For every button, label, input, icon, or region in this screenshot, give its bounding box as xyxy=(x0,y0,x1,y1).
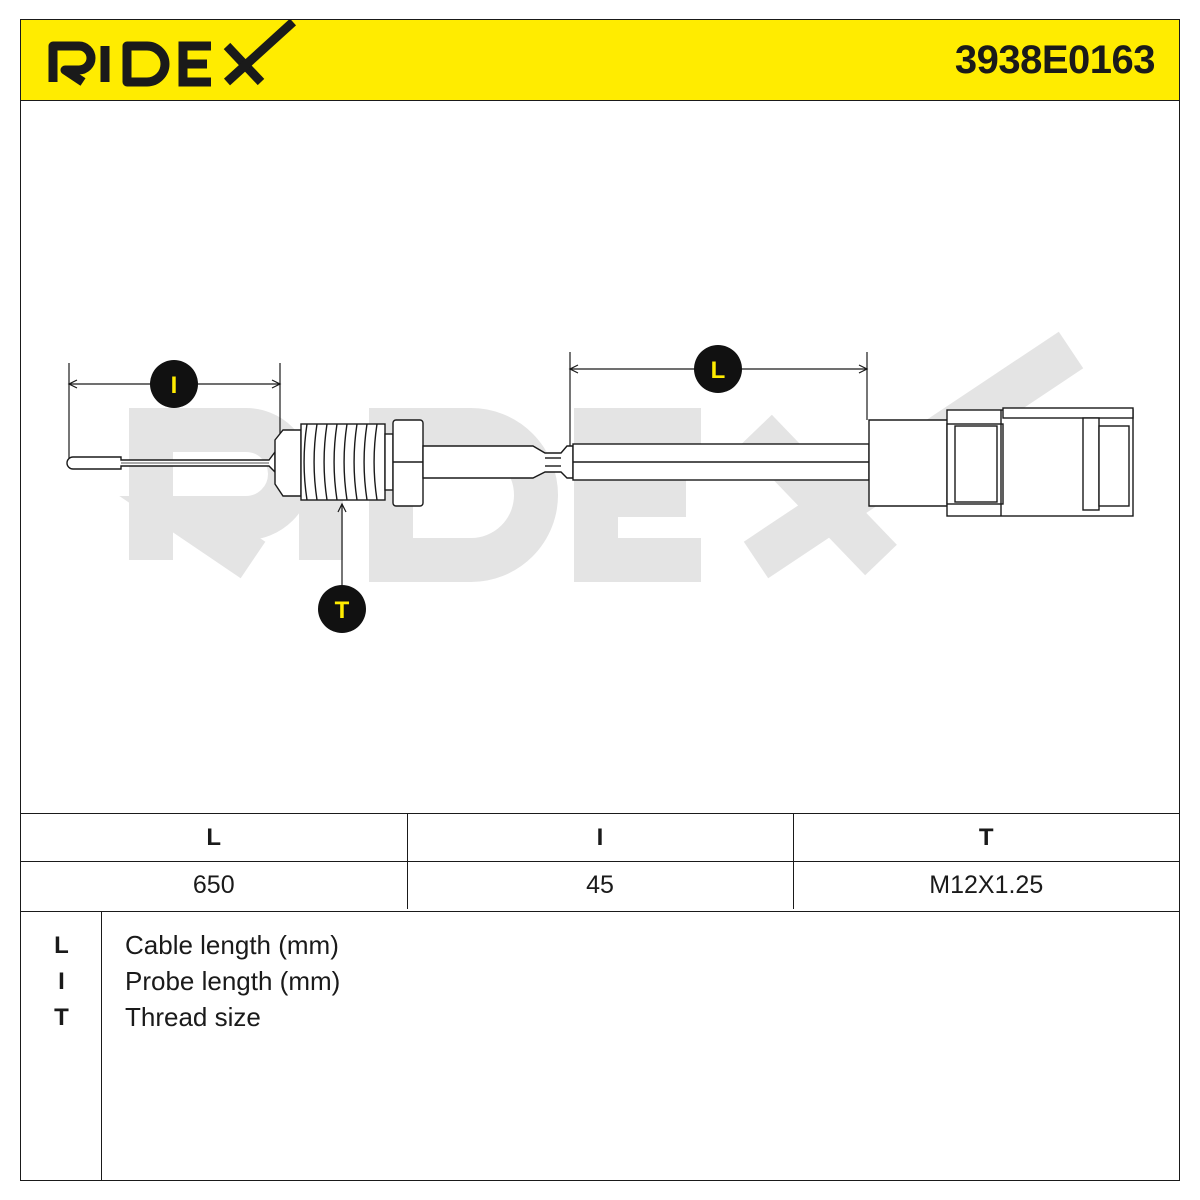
sensor-body xyxy=(66,407,1134,517)
legend-desc-cable-length: Cable length (mm) xyxy=(125,930,339,960)
spec-value-l: 650 xyxy=(21,861,407,909)
legend-code-column: L I T xyxy=(21,912,102,1180)
spec-value-t: M12X1.25 xyxy=(793,861,1179,909)
spec-header-i: I xyxy=(406,813,794,862)
legend-code-t: T xyxy=(54,1004,69,1031)
legend-code-l: L xyxy=(54,932,69,959)
spec-value-row: 650 45 M12X1.25 xyxy=(21,861,1179,909)
callout-l-label: L xyxy=(711,357,726,384)
callout-t-label: T xyxy=(335,597,350,624)
spec-sheet: 3938E0163 I L xyxy=(20,19,1180,1181)
callout-i-label: I xyxy=(171,372,178,399)
legend-code-i: I xyxy=(58,968,65,995)
spec-header-row: L I T xyxy=(21,813,1179,862)
header-bar: 3938E0163 xyxy=(21,20,1179,101)
spec-value-i: 45 xyxy=(406,861,794,909)
legend-desc-thread-size: Thread size xyxy=(125,1002,261,1032)
thread-leader xyxy=(337,502,347,585)
callout-l-marker xyxy=(694,345,742,393)
callout-i-marker xyxy=(150,360,198,408)
spec-table: L I T 650 45 M12X1.25 xyxy=(21,813,1179,909)
sensor-drawing: I L xyxy=(66,331,1134,633)
callout-t-marker xyxy=(318,585,366,633)
spec-header-t: T xyxy=(793,813,1179,862)
spec-header-l: L xyxy=(21,813,407,862)
legend: L I T Cable length (mm) Probe length (mm… xyxy=(21,911,1179,1180)
legend-desc-probe-length: Probe length (mm) xyxy=(125,966,341,996)
part-number: 3938E0163 xyxy=(954,38,1156,82)
ridex-logo xyxy=(48,20,297,87)
